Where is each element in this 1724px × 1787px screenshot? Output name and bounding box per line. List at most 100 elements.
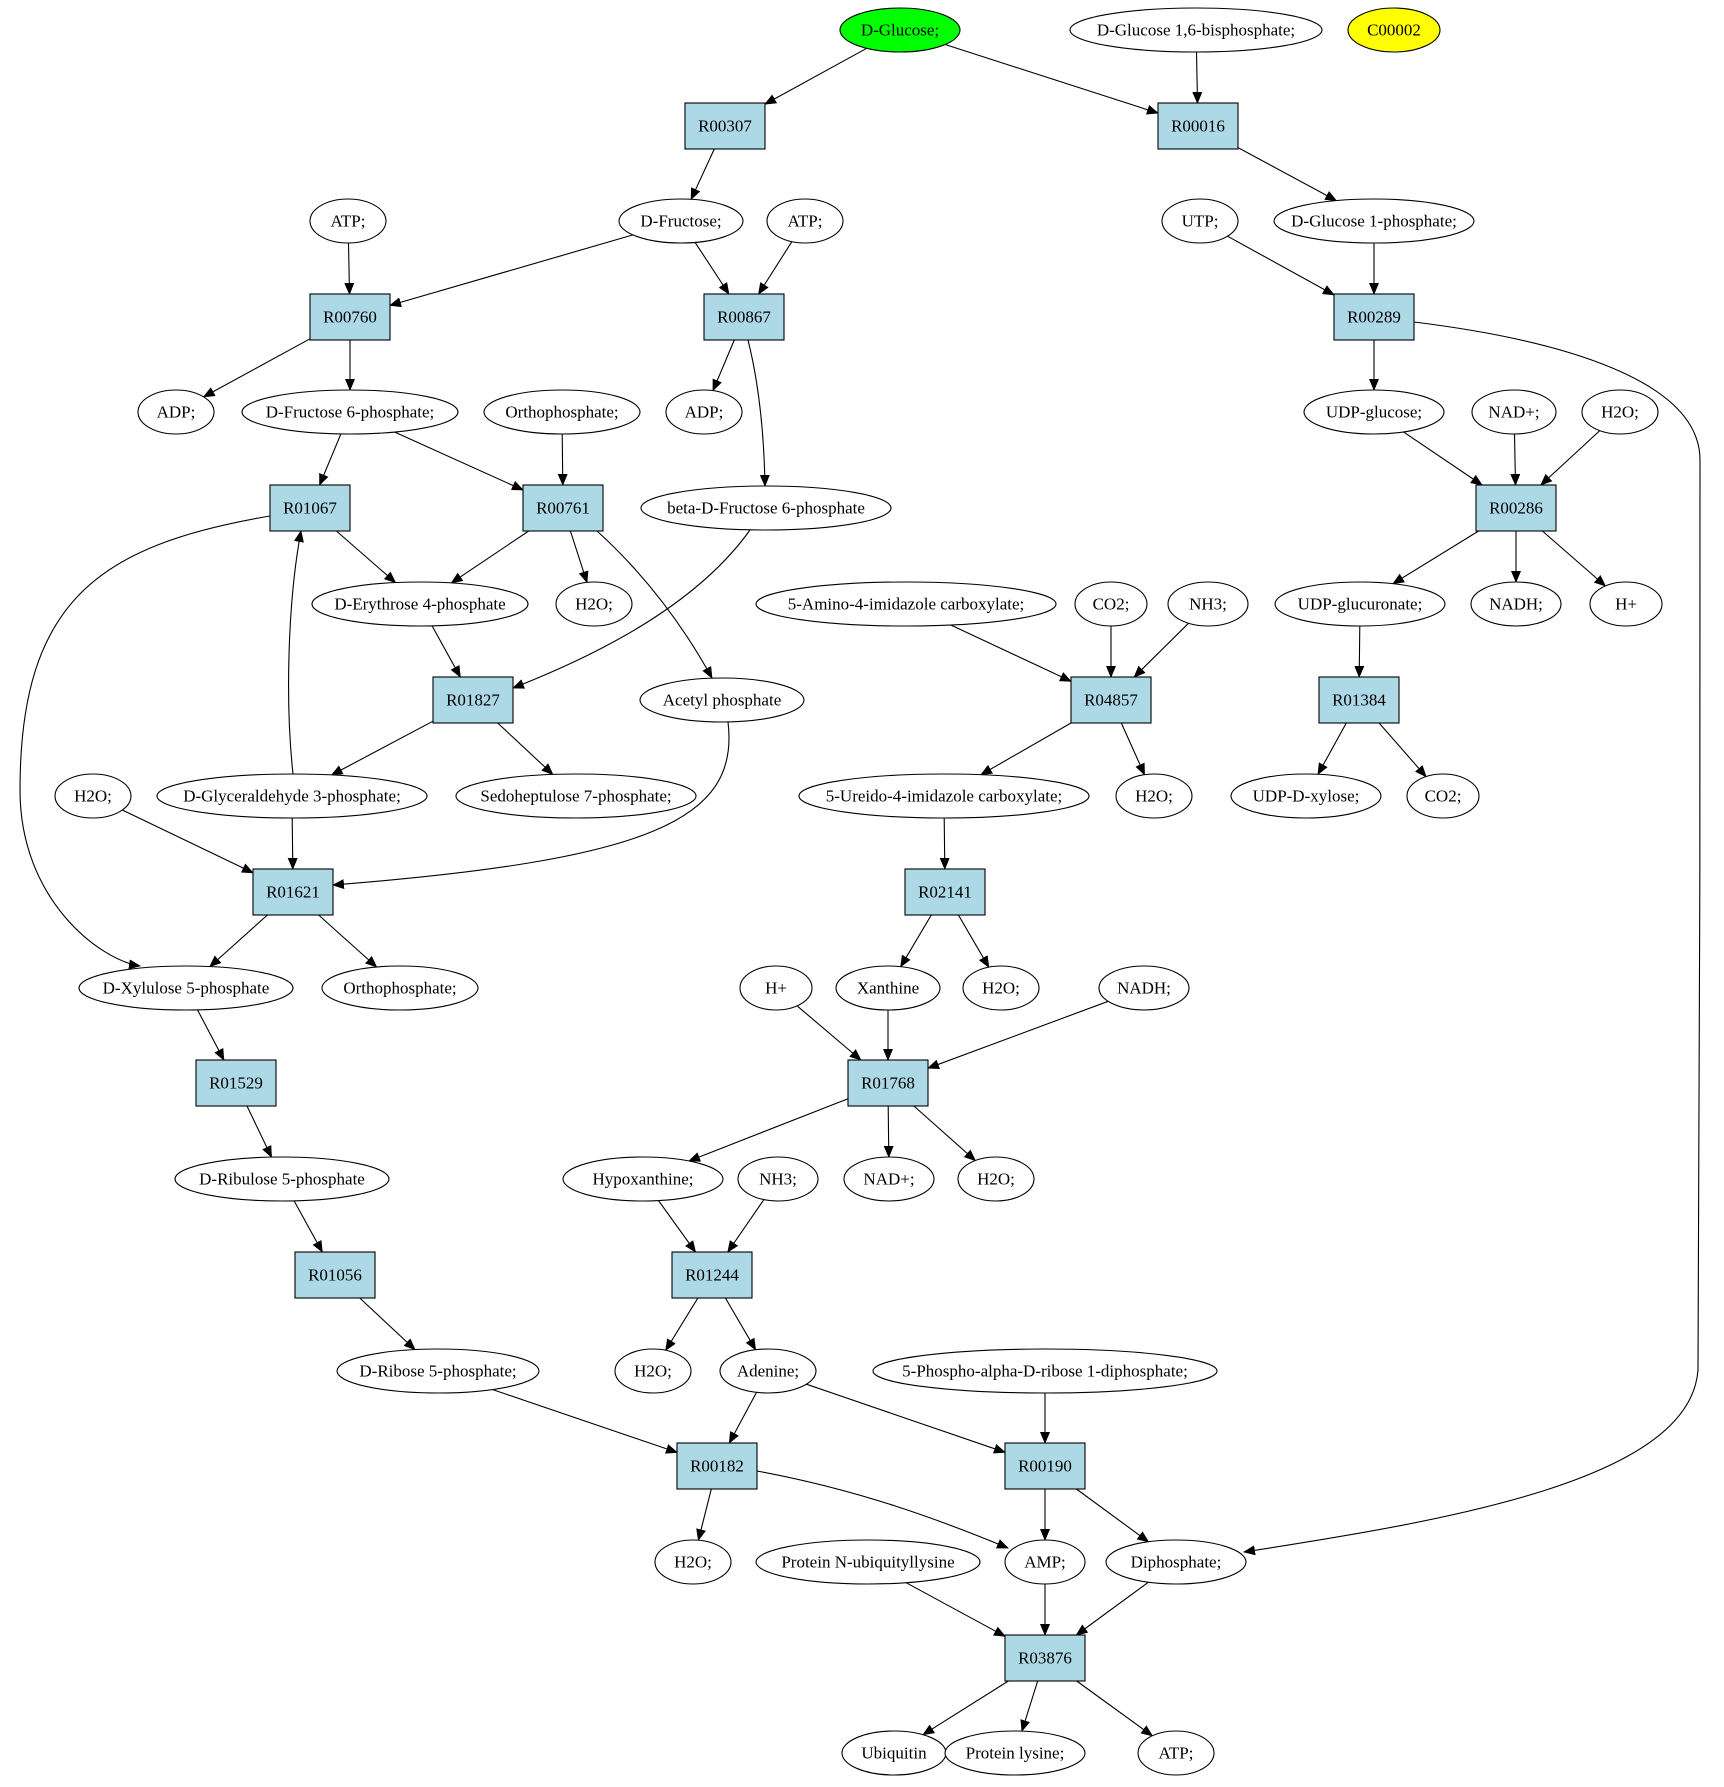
reaction-node-R00190[interactable]: R00190 <box>1004 1442 1086 1490</box>
compound-node-dglc1p[interactable]: D-Glucose 1-phosphate; <box>1273 198 1475 244</box>
edge-udpglc-to-R00286 <box>1403 431 1483 486</box>
compound-ellipse <box>1471 389 1557 435</box>
reaction-label: R00286 <box>1489 499 1543 518</box>
compound-ellipse <box>1589 581 1663 627</box>
reaction-node-R00286[interactable]: R00286 <box>1475 484 1557 532</box>
reaction-node-R01529[interactable]: R01529 <box>195 1059 277 1107</box>
reaction-node-R00761[interactable]: R00761 <box>522 484 604 532</box>
compound-node-hplus2[interactable]: H+ <box>739 965 813 1011</box>
reaction-node-R01621[interactable]: R01621 <box>252 868 334 916</box>
compound-ellipse <box>1167 581 1249 627</box>
compound-node-s7p[interactable]: Sedoheptulose 7-phosphate; <box>455 773 697 819</box>
reaction-node-R04857[interactable]: R04857 <box>1070 676 1152 724</box>
edge-utp-to-R00289 <box>1227 235 1335 296</box>
compound-label: Protein lysine; <box>966 1744 1065 1763</box>
compound-node-drib5p[interactable]: D-Ribose 5-phosphate; <box>336 1348 540 1394</box>
compound-node-co2a[interactable]: CO2; <box>1074 581 1148 627</box>
compound-node-acetylP[interactable]: Acetyl phosphate <box>639 677 805 723</box>
reaction-node-R00182[interactable]: R00182 <box>676 1442 758 1490</box>
compound-node-orthoP1[interactable]: Orthophosphate; <box>483 389 641 435</box>
compound-label: ADP; <box>685 403 724 422</box>
compound-node-amp[interactable]: AMP; <box>1004 1539 1086 1585</box>
compound-node-prpp[interactable]: 5-Phospho-alpha-D-ribose 1-diphosphate; <box>872 1348 1218 1394</box>
edge-pnub-to-R03876 <box>905 1582 1006 1637</box>
compound-node-xanthine[interactable]: Xanthine <box>835 965 941 1011</box>
compound-node-nadh1[interactable]: NADH; <box>1470 581 1562 627</box>
reaction-node-R02141[interactable]: R02141 <box>904 868 986 916</box>
compound-ellipse <box>944 1730 1086 1776</box>
compound-node-dfructose[interactable]: D-Fructose; <box>618 198 744 244</box>
compound-label: Orthophosphate; <box>343 979 456 998</box>
compound-node-co2b[interactable]: CO2; <box>1406 773 1480 819</box>
compound-node-atp3[interactable]: ATP; <box>1137 1730 1215 1776</box>
edge-de4p-to-R01827 <box>431 625 461 678</box>
compound-ellipse <box>665 389 743 435</box>
compound-node-adp2[interactable]: ADP; <box>665 389 743 435</box>
reaction-label: R01827 <box>446 691 500 710</box>
compound-node-hplus1[interactable]: H+ <box>1589 581 1663 627</box>
compound-node-adenine[interactable]: Adenine; <box>719 1348 817 1394</box>
compound-node-nh3a[interactable]: NH3; <box>1167 581 1249 627</box>
compound-node-nadplus2[interactable]: NAD+; <box>843 1156 935 1202</box>
compound-node-aica[interactable]: 5-Amino-4-imidazole carboxylate; <box>755 581 1057 627</box>
compound-node-h2o3[interactable]: H2O; <box>54 773 132 819</box>
compound-node-ubiquitin[interactable]: Ubiquitin <box>841 1730 947 1776</box>
reaction-node-R00760[interactable]: R00760 <box>309 293 391 341</box>
reaction-node-R01768[interactable]: R01768 <box>847 1059 929 1107</box>
compound-label: H2O; <box>1601 403 1639 422</box>
compound-ellipse <box>1004 1539 1086 1585</box>
compound-node-atp1[interactable]: ATP; <box>309 198 387 244</box>
compound-node-nadplus1[interactable]: NAD+; <box>1471 389 1557 435</box>
edge-R00182-to-h2o8 <box>696 1488 712 1542</box>
reaction-node-R00307[interactable]: R00307 <box>684 102 766 150</box>
compound-label: UDP-D-xylose; <box>1253 787 1360 806</box>
compound-ellipse <box>639 677 805 723</box>
reaction-node-R01056[interactable]: R01056 <box>294 1251 376 1299</box>
compound-node-hypox[interactable]: Hypoxanthine; <box>562 1156 724 1202</box>
reaction-node-R00289[interactable]: R00289 <box>1333 293 1415 341</box>
compound-node-dr5p[interactable]: D-Ribulose 5-phosphate <box>174 1156 390 1202</box>
compound-node-h2o6[interactable]: H2O; <box>957 1156 1035 1202</box>
compound-node-dx5p[interactable]: D-Xylulose 5-phosphate <box>78 965 294 1011</box>
compound-ellipse <box>739 965 813 1011</box>
compound-node-pnub[interactable]: Protein N-ubiquityllysine <box>755 1539 981 1585</box>
compound-node-c00002[interactable]: C00002 <box>1347 7 1441 53</box>
compound-node-adp1[interactable]: ADP; <box>137 389 215 435</box>
compound-node-h2o4[interactable]: H2O; <box>1115 773 1193 819</box>
compound-node-h2o2[interactable]: H2O; <box>555 581 633 627</box>
compound-node-df6p[interactable]: D-Fructose 6-phosphate; <box>241 389 459 435</box>
compound-node-h2o1[interactable]: H2O; <box>1581 389 1659 435</box>
compound-node-utp[interactable]: UTP; <box>1161 198 1239 244</box>
compound-node-h2o7[interactable]: H2O; <box>614 1348 692 1394</box>
compound-node-dglc16bp[interactable]: D-Glucose 1,6-bisphosphate; <box>1069 7 1323 53</box>
reaction-node-R01384[interactable]: R01384 <box>1318 676 1400 724</box>
compound-node-plys[interactable]: Protein lysine; <box>944 1730 1086 1776</box>
compound-node-dglucose[interactable]: D-Glucose; <box>839 7 961 53</box>
compound-label: D-Fructose 6-phosphate; <box>266 403 435 422</box>
reaction-node-R01067[interactable]: R01067 <box>269 484 351 532</box>
compound-label: NH3; <box>759 1170 797 1189</box>
compound-node-dg3p[interactable]: D-Glyceraldehyde 3-phosphate; <box>156 773 428 819</box>
reaction-node-R03876[interactable]: R03876 <box>1004 1634 1086 1682</box>
reaction-label: R04857 <box>1084 691 1138 710</box>
compound-node-bdf6p[interactable]: beta-D-Fructose 6-phosphate <box>640 485 892 531</box>
compound-ellipse <box>614 1348 692 1394</box>
compound-node-atp2[interactable]: ATP; <box>766 198 844 244</box>
compound-node-udpxyl[interactable]: UDP-D-xylose; <box>1230 773 1382 819</box>
compound-node-nadh2[interactable]: NADH; <box>1098 965 1190 1011</box>
reaction-node-R00867[interactable]: R00867 <box>703 293 785 341</box>
compound-node-udpglcA[interactable]: UDP-glucuronate; <box>1274 581 1446 627</box>
compound-node-h2o5[interactable]: H2O; <box>962 965 1040 1011</box>
compound-node-de4p[interactable]: D-Erythrose 4-phosphate <box>311 581 529 627</box>
compound-ellipse <box>1074 581 1148 627</box>
compound-node-h2o8[interactable]: H2O; <box>654 1539 732 1585</box>
reaction-node-R01827[interactable]: R01827 <box>432 676 514 724</box>
reaction-node-R01244[interactable]: R01244 <box>671 1251 753 1299</box>
reaction-node-R00016[interactable]: R00016 <box>1157 102 1239 150</box>
compound-node-nh3b[interactable]: NH3; <box>737 1156 819 1202</box>
compound-node-orthoP2[interactable]: Orthophosphate; <box>321 965 479 1011</box>
compound-node-uica[interactable]: 5-Ureido-4-imidazole carboxylate; <box>798 773 1090 819</box>
compound-node-udpglc[interactable]: UDP-glucose; <box>1303 389 1445 435</box>
compound-node-diphos[interactable]: Diphosphate; <box>1105 1539 1247 1585</box>
compound-ellipse <box>1137 1730 1215 1776</box>
